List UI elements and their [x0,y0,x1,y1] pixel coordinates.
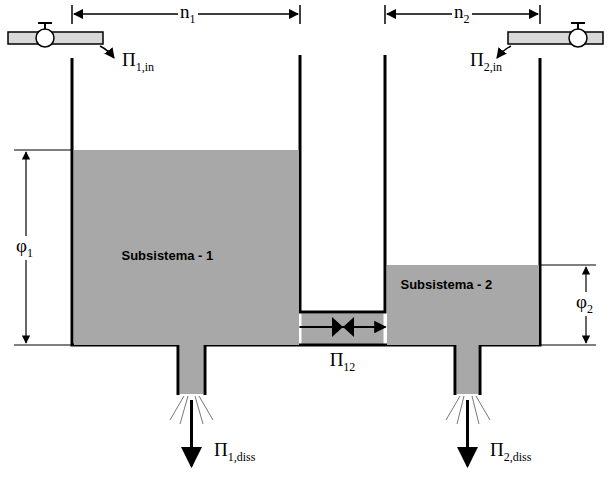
symbol-main: n [454,1,464,22]
symbol-label: Π1,in [120,50,156,74]
tap-valve [36,29,54,47]
partition-wall [300,55,385,312]
symbol-main: Π [490,439,504,460]
dimension-tick [14,344,72,345]
subsystem-label: Subsistema - 2 [401,277,493,292]
symbol-subscript: 2,diss [504,450,532,464]
symbol-main: Π [214,439,228,460]
symbol-subscript: 12 [343,360,355,374]
symbol-subscript: 1,diss [228,450,256,464]
symbol-subscript: 2,in [484,60,502,74]
tank-wall [72,58,540,395]
subsystem-label: Subsistema - 1 [122,248,214,263]
tap-handle [38,22,52,24]
inlet-pipe [8,32,103,44]
outflow-spray [170,396,490,424]
tap-valve [569,29,587,47]
symbol-main: Π [330,349,344,370]
symbol-label: Π2,in [468,50,504,74]
outflow-arrow [190,400,193,466]
dimension-tick [384,5,386,24]
dimension-tick [299,5,301,24]
inflow-arrow [100,46,114,58]
outflow-arrow [466,400,469,466]
liquid-subsystem: Subsistema - 1 [74,150,299,345]
symbol-main: φ [16,235,27,256]
symbol-main: Π [122,49,136,70]
symbol-subscript: 1,in [136,60,154,74]
outlet-liquid [180,344,204,394]
dimension-tick [540,344,596,345]
symbol-label: Π2,diss [488,440,533,464]
dimension-tick [539,5,541,24]
coupling-label: Π12 [328,350,358,374]
symbol-label: φ2 [574,292,595,316]
symbol-main: φ [576,291,587,312]
flow-connector [300,326,386,328]
dimension-tick [14,149,72,150]
inlet-pipe [508,32,603,44]
outlet-liquid [457,344,479,394]
dimension-tick [540,264,596,265]
inflow-arrow [497,46,511,58]
symbol-subscript: 2 [587,302,593,316]
symbol-label: φ1 [14,236,35,260]
symbol-main: Π [470,49,484,70]
symbol-main: n [180,1,190,22]
liquid-subsystem: Subsistema - 2 [387,265,539,345]
dimension-tick [71,5,73,24]
symbol-subscript: 2 [464,12,470,26]
symbol-label: Π1,diss [212,440,257,464]
tap-handle [571,22,585,24]
symbol-subscript: 1 [27,246,33,260]
symbol-label: n1 [178,2,198,26]
channel-liquid [302,314,384,345]
symbol-subscript: 1 [190,12,196,26]
symbol-label: n2 [452,2,472,26]
